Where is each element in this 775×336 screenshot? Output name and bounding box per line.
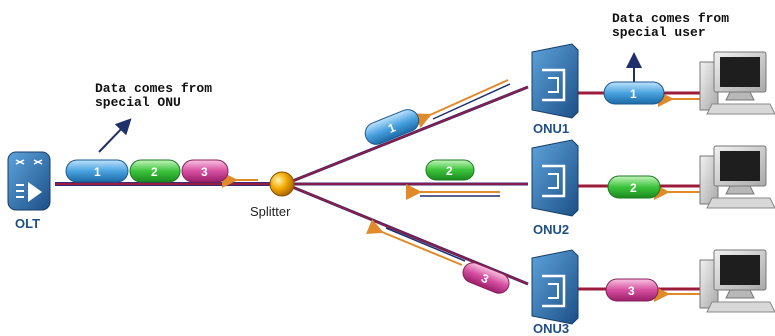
computer-icon bbox=[699, 145, 775, 209]
splitter-icon bbox=[269, 171, 295, 197]
svg-text:3: 3 bbox=[201, 165, 208, 179]
packet-3-branch: 3 bbox=[462, 262, 510, 294]
svg-text:2: 2 bbox=[446, 164, 453, 178]
packet-3-olt: 3 bbox=[181, 159, 229, 183]
onu1-icon bbox=[531, 43, 579, 119]
packet-2-branch: 2 bbox=[425, 159, 475, 181]
onu1-label: ONU1 bbox=[533, 121, 569, 136]
onu1-node: ONU1 bbox=[531, 43, 579, 136]
svg-text:3: 3 bbox=[479, 271, 491, 287]
packet-2-user: 2 bbox=[607, 175, 661, 199]
packets: 1 2 3 1 2 3 1 2 bbox=[65, 81, 665, 302]
arrow-upstream-onu1 bbox=[413, 79, 509, 129]
olt-node: OLT bbox=[7, 151, 51, 231]
splitter-node: Splitter bbox=[250, 171, 295, 219]
olt-label: OLT bbox=[15, 216, 40, 231]
olt-icon bbox=[7, 151, 51, 211]
onu2-label: ONU2 bbox=[533, 222, 569, 237]
svg-text:2: 2 bbox=[630, 181, 637, 195]
pc3-node bbox=[699, 249, 775, 313]
pointer-arrow-onu-caption bbox=[98, 118, 132, 153]
caption-data-from-onu: Data comes from special ONU bbox=[95, 81, 213, 110]
onu3-node: ONU3 bbox=[531, 249, 579, 336]
onu3-label: ONU3 bbox=[533, 321, 569, 336]
packet-3-user: 3 bbox=[605, 278, 659, 302]
svg-text:1: 1 bbox=[94, 165, 101, 179]
svg-text:1: 1 bbox=[630, 87, 637, 101]
fiber-lines bbox=[55, 85, 700, 291]
arrow-upstream-onu3 bbox=[366, 219, 463, 266]
packet-1-olt: 1 bbox=[65, 159, 129, 183]
pc1-node bbox=[699, 51, 775, 115]
splitter-label: Splitter bbox=[250, 204, 291, 219]
computer-icon bbox=[699, 51, 775, 115]
packet-1-branch: 1 bbox=[364, 109, 420, 145]
svg-text:2: 2 bbox=[151, 165, 158, 179]
pc2-node bbox=[699, 145, 775, 209]
onu2-node: ONU2 bbox=[531, 139, 579, 237]
packet-2-olt: 2 bbox=[129, 159, 181, 183]
onu3-icon bbox=[531, 249, 579, 325]
svg-text:3: 3 bbox=[628, 284, 635, 298]
onu2-icon bbox=[531, 139, 579, 217]
caption-data-from-user: Data comes from special user bbox=[612, 11, 730, 40]
computer-icon bbox=[699, 249, 775, 313]
svg-text:1: 1 bbox=[386, 120, 398, 136]
packet-1-user: 1 bbox=[603, 81, 665, 105]
